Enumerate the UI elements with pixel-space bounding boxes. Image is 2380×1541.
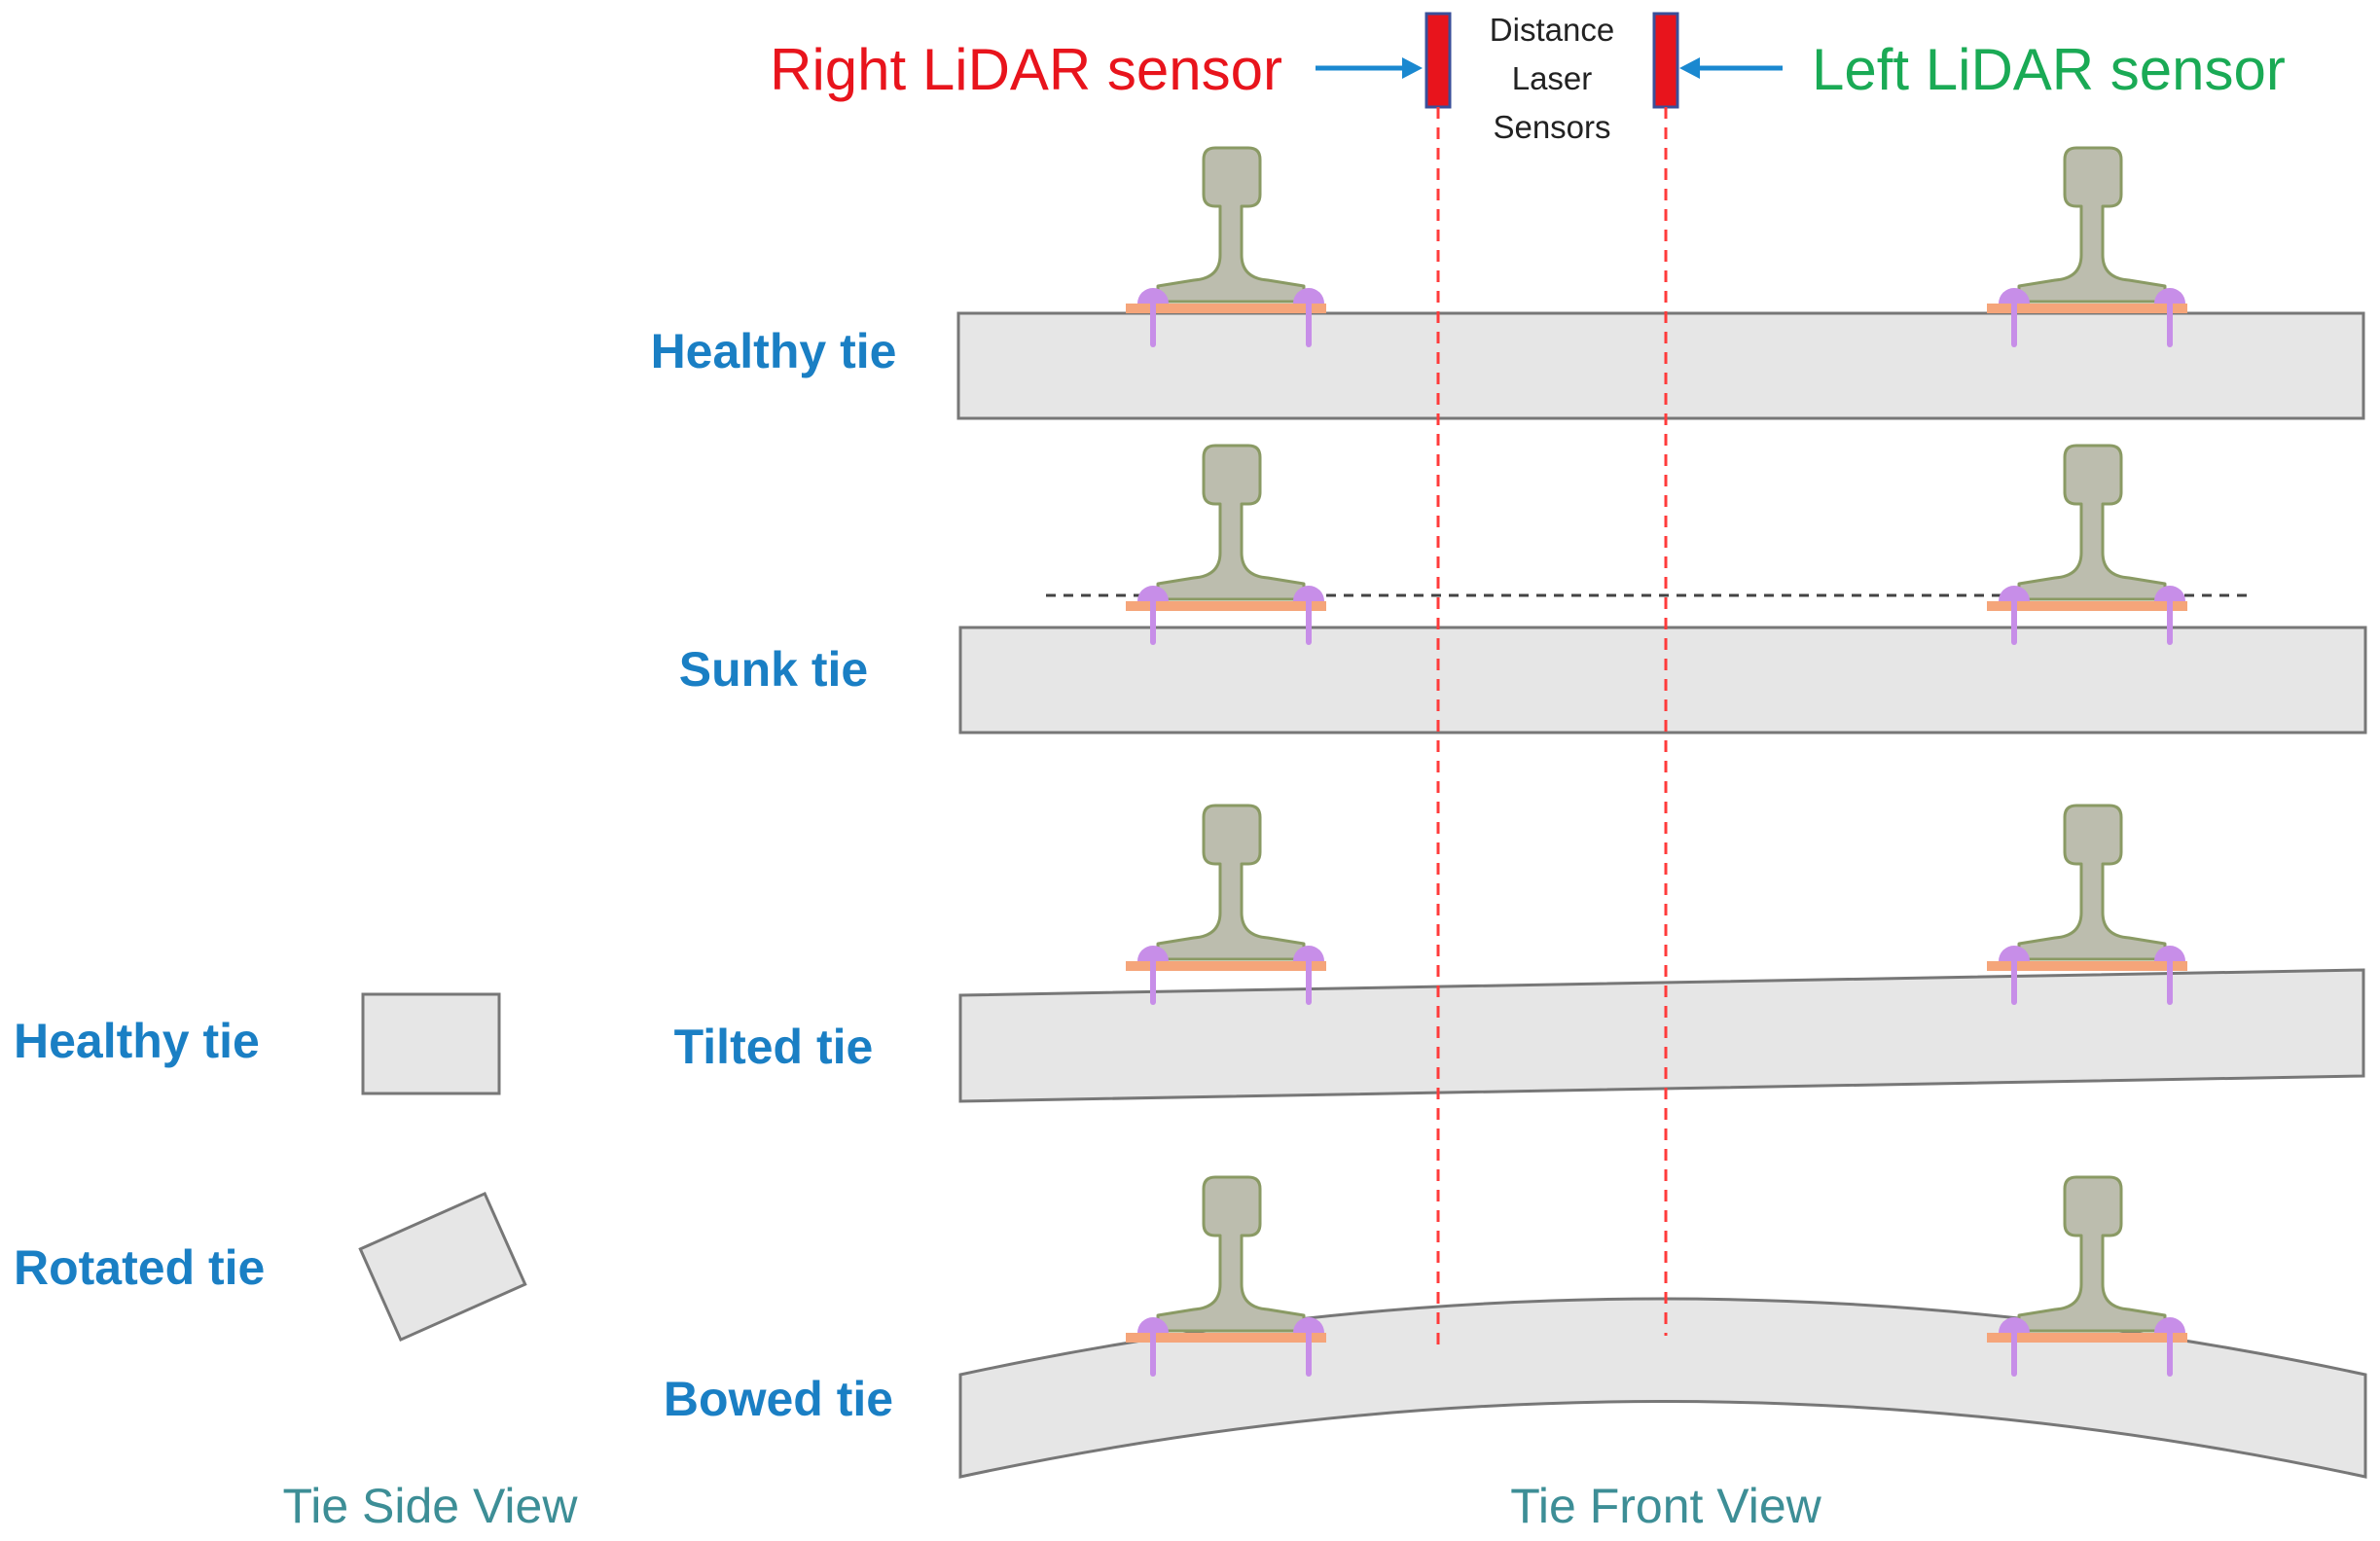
side-view-caption: Tie Side View [283,1479,579,1533]
front-view-caption: Tie Front View [1510,1479,1821,1533]
side-label-rotated: Rotated tie [14,1240,265,1295]
right-sensor-marker [1424,12,1452,109]
sunk-left-rail [1126,446,1326,642]
left-lidar-label: Left LiDAR sensor [1812,37,2286,102]
tilted-tie-front [958,968,2365,1103]
row-label-healthy: Healthy tie [651,324,897,378]
side-rotated-tie [358,1191,527,1343]
side-label-healthy: Healthy tie [14,1014,260,1068]
row-label-tilted: Tilted tie [674,1020,874,1074]
sunk-tie-front [958,626,2367,735]
distance-label-line1: Distance [1490,12,1614,48]
distance-label-line3: Sensors [1493,109,1610,145]
left-sensor-marker [1652,12,1679,109]
left-sensor-arrow [1679,57,1783,79]
right-lidar-label: Right LiDAR sensor [770,37,1282,102]
distance-label-line2: Laser [1512,60,1593,96]
row-label-bowed: Bowed tie [664,1372,893,1426]
healthy-tie-front [956,311,2365,420]
right-sensor-arrow [1316,57,1423,79]
row-label-sunk: Sunk tie [679,642,868,697]
sunk-right-rail [1987,446,2187,642]
side-healthy-tie [361,992,501,1095]
tilted-left-rail [1126,806,1326,1002]
